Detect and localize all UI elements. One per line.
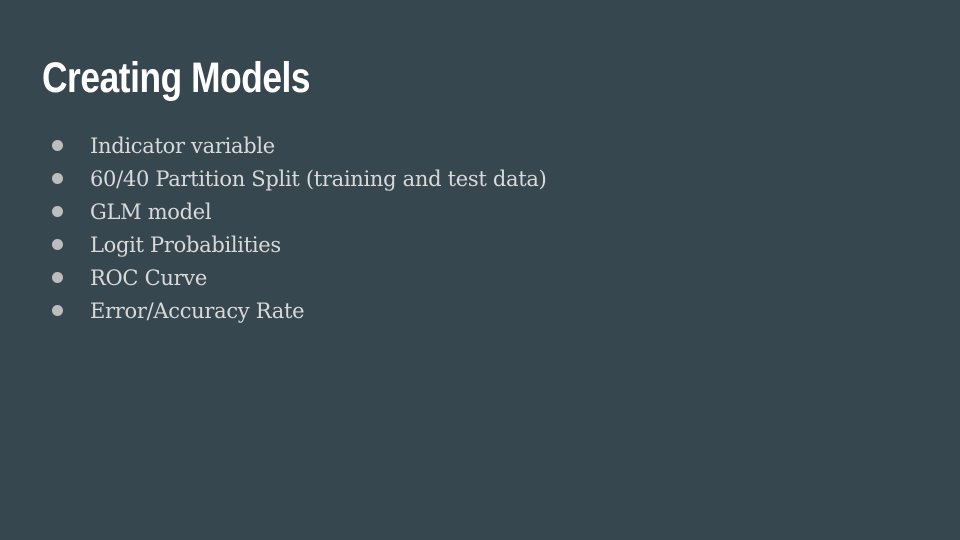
slide-title: Creating Models xyxy=(42,54,311,102)
bullet-dot-icon xyxy=(52,140,63,151)
bullet-item: Error/Accuracy Rate xyxy=(52,294,547,327)
bullet-text: GLM model xyxy=(90,199,212,224)
bullet-text: ROC Curve xyxy=(90,265,207,290)
bullet-dot-icon xyxy=(52,272,63,283)
bullet-item: Logit Probabilities xyxy=(52,228,547,261)
bullet-text: Error/Accuracy Rate xyxy=(90,298,305,323)
bullet-dot-icon xyxy=(52,239,63,250)
bullet-dot-icon xyxy=(52,305,63,316)
bullet-text: 60/40 Partition Split (training and test… xyxy=(90,166,547,191)
bullet-item: ROC Curve xyxy=(52,261,547,294)
bullet-text: Indicator variable xyxy=(90,133,275,158)
bullet-item: 60/40 Partition Split (training and test… xyxy=(52,162,547,195)
bullet-dot-icon xyxy=(52,206,63,217)
bullet-list: Indicator variable 60/40 Partition Split… xyxy=(52,129,547,327)
bullet-text: Logit Probabilities xyxy=(90,232,281,257)
bullet-dot-icon xyxy=(52,173,63,184)
bullet-item: Indicator variable xyxy=(52,129,547,162)
bullet-item: GLM model xyxy=(52,195,547,228)
